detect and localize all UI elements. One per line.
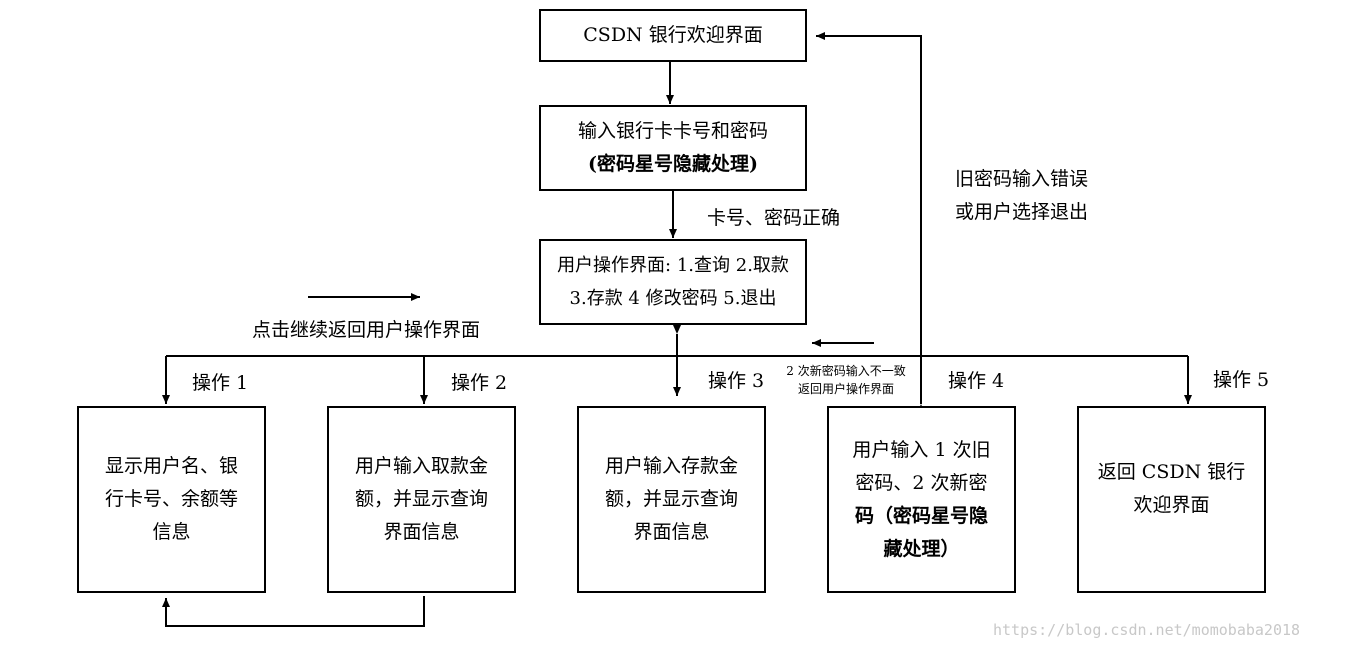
node-op4-line1: 用户输入 1 次旧 [852, 438, 991, 461]
node-op4-line4: 藏处理） [883, 537, 960, 560]
label-op3: 操作 3 [708, 370, 765, 392]
label-op4: 操作 4 [948, 370, 1005, 392]
label-continue: 点击继续返回用户操作界面 [252, 319, 481, 341]
node-op3-line1: 用户输入存款金 [604, 455, 738, 477]
arrow-op4-to-welcome [816, 32, 925, 413]
label-op2: 操作 2 [451, 372, 508, 394]
label-op1: 操作 1 [192, 372, 249, 394]
node-login-line2: (密码星号隐藏处理) [588, 153, 758, 175]
label-op5: 操作 5 [1213, 369, 1270, 391]
label-mismatch-line1: 2 次新密码输入不一致 [786, 364, 906, 378]
node-menu: 用户操作界面: 1.查询 2.取款 3.存款 4 修改密码 5.退出 [539, 239, 807, 325]
node-op2-line1: 用户输入取款金 [354, 455, 488, 477]
node-op1-line2: 行卡号、余额等 [104, 488, 238, 510]
node-op2-line3: 界面信息 [383, 521, 460, 543]
node-op1-line3: 信息 [152, 521, 191, 543]
node-op3-line2: 额，并显示查询 [604, 488, 738, 510]
node-welcome: CSDN 银行欢迎界面 [539, 9, 807, 62]
node-welcome-label: CSDN 银行欢迎界面 [583, 24, 763, 46]
arrow-return-loop [162, 596, 425, 627]
node-op3: 用户输入存款金 额，并显示查询 界面信息 [577, 406, 766, 593]
label-error-line2: 或用户选择退出 [955, 201, 1089, 223]
label-mismatch: 2 次新密码输入不一致 返回用户操作界面 [768, 362, 924, 398]
node-op4-line3: 码（密码星号隐 [854, 504, 988, 527]
node-login-line1: 输入银行卡卡号和密码 [577, 120, 768, 142]
node-op2-line2: 额，并显示查询 [354, 488, 488, 510]
node-menu-line1: 用户操作界面: 1.查询 2.取款 [557, 255, 789, 276]
watermark: https://blog.csdn.net/momobaba2018 [993, 621, 1301, 639]
node-menu-line2: 3.存款 4 修改密码 5.退出 [569, 288, 777, 309]
node-op4-line2: 密码、2 次新密 [855, 471, 988, 494]
node-op2: 用户输入取款金 额，并显示查询 界面信息 [327, 406, 516, 593]
label-mismatch-line2: 返回用户操作界面 [797, 382, 894, 396]
node-op5-line1: 返回 CSDN 银行 [1097, 461, 1246, 483]
node-op5: 返回 CSDN 银行 欢迎界面 [1077, 406, 1266, 593]
node-login: 输入银行卡卡号和密码 (密码星号隐藏处理) [539, 105, 807, 191]
label-error-line1: 旧密码输入错误 [955, 168, 1089, 190]
node-op1-line1: 显示用户名、银 [104, 455, 238, 477]
node-op5-line2: 欢迎界面 [1133, 494, 1210, 516]
node-op1: 显示用户名、银 行卡号、余额等 信息 [77, 406, 266, 593]
node-op4: 用户输入 1 次旧 密码、2 次新密 码（密码星号隐 藏处理） [827, 406, 1016, 593]
node-op3-line3: 界面信息 [633, 521, 710, 543]
label-correct: 卡号、密码正确 [707, 207, 841, 229]
